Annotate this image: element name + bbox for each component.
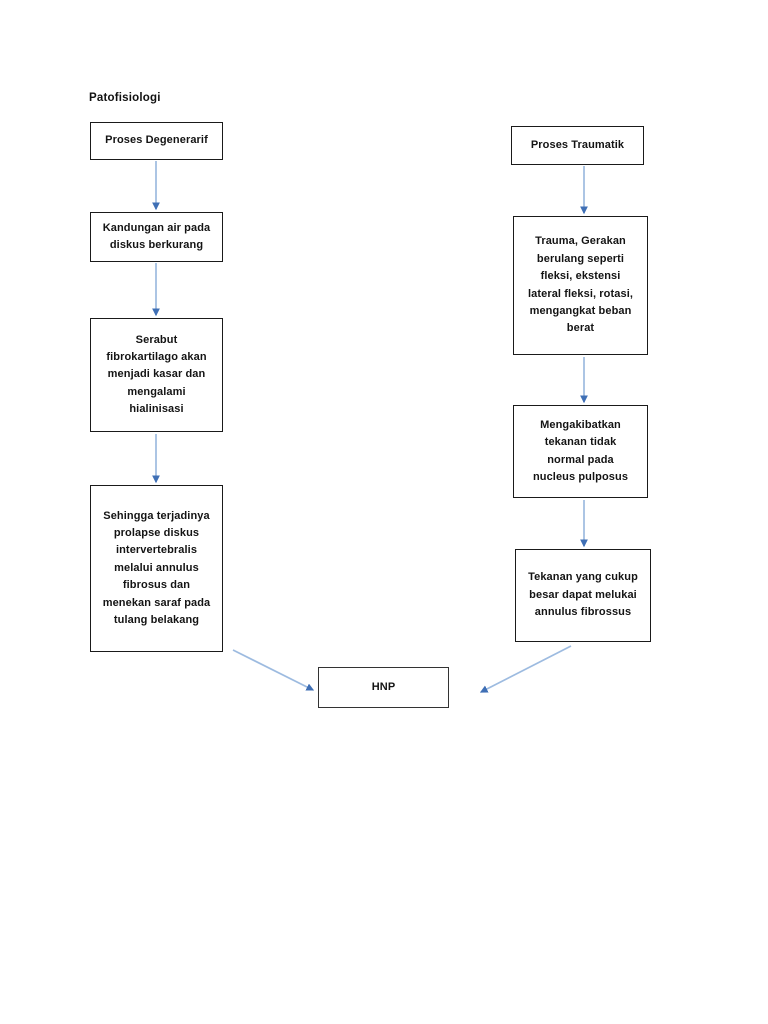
flow-node-label: Sehingga terjadinya prolapse diskus inte… [102, 509, 211, 626]
page-title: Patofisiologi [89, 92, 161, 104]
flow-node-serabut-fibrokartilago[interactable]: Serabut fibrokartilago akan menjadi kasa… [90, 318, 223, 432]
flow-node-label: Trauma, Gerakan berulang seperti fleksi,… [527, 235, 634, 335]
flow-node-label: Proses Degenerarif [105, 134, 208, 147]
flow-node-tekanan-tidak-normal[interactable]: Mengakibatkan tekanan tidak normal pada … [513, 405, 648, 498]
flow-node-tekanan-melukai-annulus[interactable]: Tekanan yang cukup besar dapat melukai a… [515, 549, 651, 642]
flow-node-hnp[interactable]: HNP [318, 667, 449, 708]
connector-arrow [232, 649, 315, 691]
flow-node-prolapse-diskus[interactable]: Sehingga terjadinya prolapse diskus inte… [90, 485, 223, 652]
flow-node-label: HNP [371, 680, 396, 693]
flow-node-label: Proses Traumatik [530, 138, 625, 151]
flow-node-label: Tekanan yang cukup besar dapat melukai a… [528, 571, 638, 619]
flow-node-label: Kandungan air pada diskus berkurang [102, 221, 211, 251]
flow-node-label: Mengakibatkan tekanan tidak normal pada … [532, 418, 629, 483]
flow-node-kandungan-air[interactable]: Kandungan air pada diskus berkurang [90, 212, 223, 262]
connector-arrow [479, 645, 572, 693]
flow-node-trauma-gerakan-berulang[interactable]: Trauma, Gerakan berulang seperti fleksi,… [513, 216, 648, 355]
flow-node-label: Serabut fibrokartilago akan menjadi kasa… [106, 333, 207, 416]
flow-node-proses-traumatik[interactable]: Proses Traumatik [511, 126, 644, 165]
flow-node-proses-degenerarif[interactable]: Proses Degenerarif [90, 122, 223, 160]
